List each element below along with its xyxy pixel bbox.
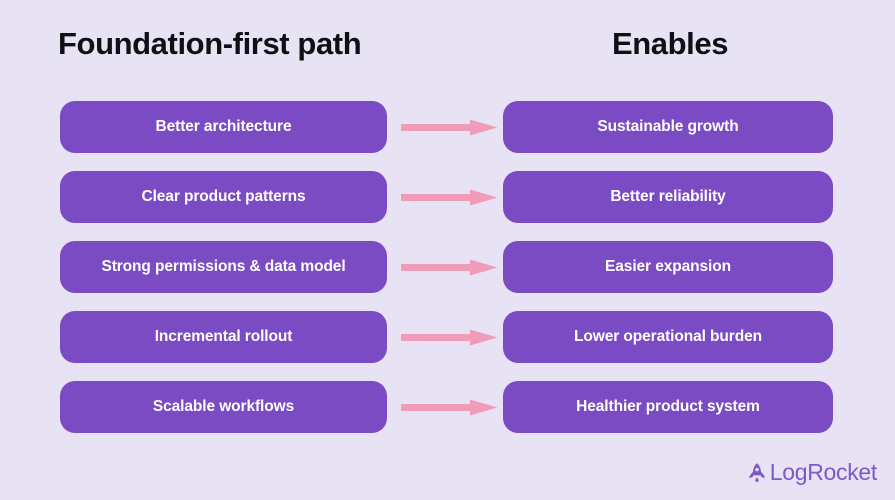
mapping-row: Scalable workflows Healthier product sys… — [0, 381, 895, 433]
arrow-right-icon — [401, 329, 498, 346]
cause-pill[interactable]: Strong permissions & data model — [60, 241, 387, 293]
left-column-heading: Foundation-first path — [58, 26, 362, 61]
arrow-right-icon — [401, 119, 498, 136]
arrow-right-icon — [401, 189, 498, 206]
mapping-row: Incremental rollout Lower operational bu… — [0, 311, 895, 363]
cause-pill[interactable]: Incremental rollout — [60, 311, 387, 363]
mapping-row: Strong permissions & data model Easier e… — [0, 241, 895, 293]
effect-pill[interactable]: Better reliability — [503, 171, 833, 223]
column-headings: Foundation-first path Enables — [0, 26, 895, 76]
mapping-row: Clear product patterns Better reliabilit… — [0, 171, 895, 223]
cause-pill[interactable]: Better architecture — [60, 101, 387, 153]
effect-pill[interactable]: Easier expansion — [503, 241, 833, 293]
arrow-right-icon — [401, 259, 498, 276]
mapping-row: Better architecture Sustainable growth — [0, 101, 895, 153]
effect-pill[interactable]: Healthier product system — [503, 381, 833, 433]
effect-pill[interactable]: Lower operational burden — [503, 311, 833, 363]
mapping-rows: Better architecture Sustainable growth C… — [0, 101, 895, 451]
cause-pill[interactable]: Clear product patterns — [60, 171, 387, 223]
arrow-right-icon — [401, 399, 498, 416]
logrocket-watermark: LogRocket — [747, 459, 877, 486]
logrocket-wordmark: LogRocket — [769, 459, 878, 485]
rocket-icon — [747, 462, 767, 484]
cause-pill[interactable]: Scalable workflows — [60, 381, 387, 433]
right-column-heading: Enables — [611, 26, 729, 61]
effect-pill[interactable]: Sustainable growth — [503, 101, 833, 153]
